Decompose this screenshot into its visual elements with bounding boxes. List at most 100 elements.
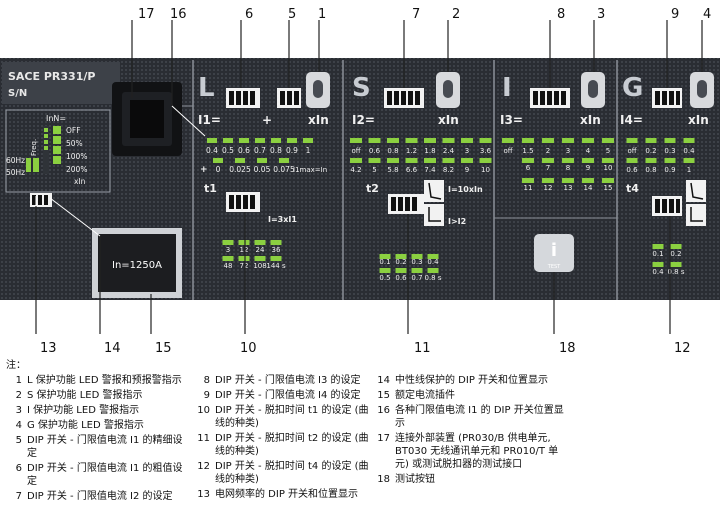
svg-text:i: i xyxy=(551,240,557,261)
section-s-letter: S xyxy=(352,73,371,103)
scale-led xyxy=(442,138,455,143)
scale-led xyxy=(664,158,676,163)
callout-leader-16-diagonal xyxy=(171,105,206,137)
scale-value-label: 6.6 xyxy=(406,166,418,174)
scale-value-label: 0.7 xyxy=(254,146,266,155)
scale-led xyxy=(411,268,423,273)
scale-value-label: 3 xyxy=(566,147,570,155)
l-row2-plus: + xyxy=(200,165,208,175)
scale-led xyxy=(652,244,664,249)
g-curve-type-icons xyxy=(686,180,706,226)
scale-led xyxy=(542,178,554,183)
scale-led xyxy=(626,158,638,163)
scale-led xyxy=(652,262,664,267)
scale-led xyxy=(645,138,657,143)
scale-led xyxy=(461,138,473,143)
l-fine-dip-switch[interactable] xyxy=(277,88,301,108)
scale-value-label: 0.3 xyxy=(664,147,675,155)
scale-led xyxy=(368,158,381,163)
scale-led xyxy=(350,138,362,143)
scale-led xyxy=(670,244,682,249)
rating-plug-label: In=1250A xyxy=(112,260,162,271)
callout-16: 16 xyxy=(170,7,187,22)
scale-value-label: 144 s xyxy=(266,262,286,270)
scale-value-label: 7 xyxy=(546,164,550,172)
scale-value-label: 0.4 xyxy=(652,268,664,276)
scale-led xyxy=(222,240,234,245)
scale-value-label: 1.8 xyxy=(424,147,435,155)
scale-value-label: 5.8 xyxy=(387,166,398,174)
g-i4-dip-switch[interactable] xyxy=(652,88,682,108)
l-t1-dip-switch[interactable] xyxy=(226,192,260,212)
scale-led xyxy=(602,138,614,143)
neutral-200-label: 200% xyxy=(66,165,87,174)
l-t1-label: t1 xyxy=(204,182,217,195)
callout-1: 1 xyxy=(318,7,326,22)
scale-value-label: off xyxy=(503,147,512,155)
callout-11: 11 xyxy=(414,341,431,356)
callout-5: 5 xyxy=(288,7,296,22)
scale-led xyxy=(405,138,418,143)
neutral-xin-label: xIn xyxy=(74,177,86,186)
g-t4-dip-switch[interactable] xyxy=(652,196,682,216)
scale-led xyxy=(271,138,281,143)
scale-led xyxy=(602,178,614,183)
i-i3-dip-switch[interactable] xyxy=(530,88,570,108)
s-i2-dip-switch[interactable] xyxy=(384,88,424,108)
s-igt-label: I>I2 xyxy=(448,217,466,226)
callout-leaders-bottom xyxy=(35,206,671,334)
scale-value-label: 5 xyxy=(606,147,610,155)
scale-led xyxy=(239,138,249,143)
scale-value-label: 0.6 xyxy=(626,166,638,174)
test-connector[interactable] xyxy=(112,82,182,156)
scale-value-label: 72 xyxy=(240,262,249,270)
scale-value-label: 0.3 xyxy=(411,258,422,266)
callout-3: 3 xyxy=(597,7,605,22)
callout-9: 9 xyxy=(671,7,679,22)
callout-13: 13 xyxy=(40,341,57,356)
g-i4-label: I4= xyxy=(620,113,643,127)
scale-led xyxy=(270,240,282,245)
scale-value-label: 0.6 xyxy=(369,147,381,155)
scale-value-label: 0.9 xyxy=(664,166,675,174)
scale-value-label: 14 xyxy=(584,184,593,192)
l-i1-label: I1= xyxy=(198,113,221,127)
scale-led xyxy=(395,254,407,259)
scale-led xyxy=(279,158,289,163)
neutral-off-label: OFF xyxy=(66,126,81,135)
scale-value-label: 8.2 xyxy=(443,166,454,174)
frequency-neutral-box xyxy=(5,109,111,193)
scale-value-label: 12 xyxy=(240,246,249,254)
scale-led xyxy=(287,138,297,143)
s-t2-dip-switch[interactable] xyxy=(388,194,424,214)
freq-50hz-label: 50Hz xyxy=(6,168,25,177)
scale-led xyxy=(235,158,245,163)
scale-led xyxy=(442,158,455,163)
scale-value-label: 0.1 xyxy=(379,258,390,266)
scale-value-label: 0.4 xyxy=(427,258,439,266)
scale-value-label: 0.5 xyxy=(379,274,390,282)
test-button[interactable]: i xyxy=(534,234,574,272)
scale-value-label: 1 xyxy=(687,166,691,174)
l-coarse-dip-switch[interactable] xyxy=(226,88,260,108)
scale-led xyxy=(368,138,381,143)
scale-value-label: 7.4 xyxy=(424,166,436,174)
frequency-neutral-dip-switch[interactable] xyxy=(30,193,52,207)
scale-led xyxy=(411,254,423,259)
callout-17: 17 xyxy=(138,7,155,22)
callout-4: 4 xyxy=(703,7,711,22)
scale-value-label: 0.7 xyxy=(411,274,422,282)
scale-value-label: 36 xyxy=(272,246,281,254)
callout-8: 8 xyxy=(557,7,565,22)
